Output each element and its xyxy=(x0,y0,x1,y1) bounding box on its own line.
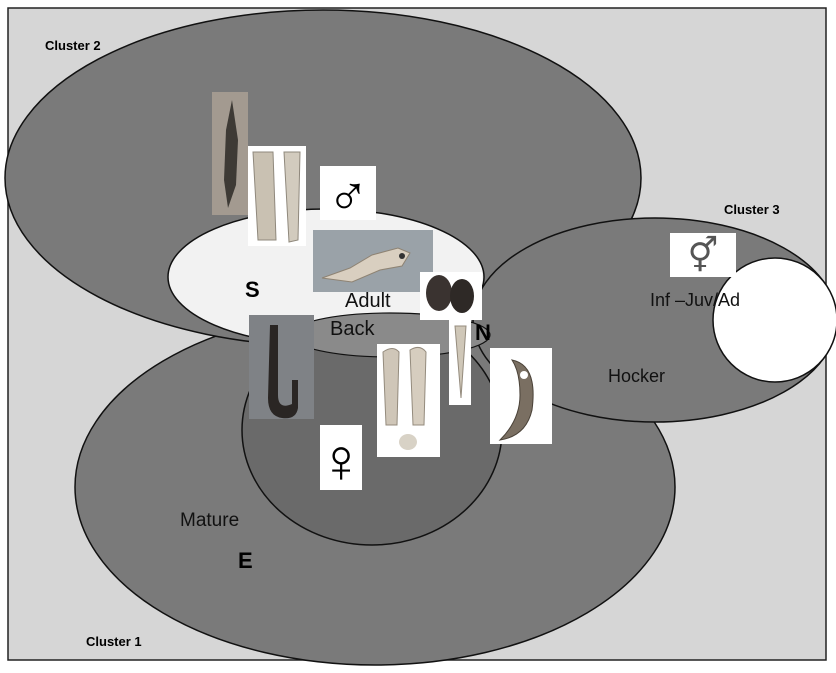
male-female-symbol: ⚥ xyxy=(688,235,719,275)
e-label: E xyxy=(238,548,253,573)
red-ochre-nodules-icon xyxy=(420,272,482,320)
female-symbol-box: ♀ xyxy=(318,425,365,496)
bone-hook-icon xyxy=(249,315,314,419)
s-label: S xyxy=(245,277,260,302)
n-label: N xyxy=(475,320,491,345)
cluster-2-label: Cluster 2 xyxy=(45,38,101,53)
female-symbol: ♀ xyxy=(318,427,365,496)
cluster-3-circle xyxy=(712,257,836,383)
bone-awl-icon xyxy=(449,320,471,405)
mature-label: Mature xyxy=(180,510,239,531)
bone-spatulas-icon xyxy=(377,344,440,457)
male-symbol: ♂ xyxy=(327,162,369,225)
hocker-label: Hocker xyxy=(608,366,665,386)
perforated-tooth-pendant-icon xyxy=(490,348,552,444)
flint-blade-icon xyxy=(212,92,248,215)
inf-juv-ad-label: Inf –Juv/Ad xyxy=(650,290,740,310)
bone-animal-figurine-icon xyxy=(313,230,433,292)
bone-plaques-icon xyxy=(248,146,306,246)
intersex-symbol-box: ⚥ xyxy=(670,233,736,277)
male-symbol-box: ♂ xyxy=(320,162,376,225)
adult-label: Adult xyxy=(345,290,391,312)
back-label: Back xyxy=(330,318,375,340)
cluster-1-label: Cluster 1 xyxy=(86,634,142,649)
cluster-3-label: Cluster 3 xyxy=(724,202,780,217)
